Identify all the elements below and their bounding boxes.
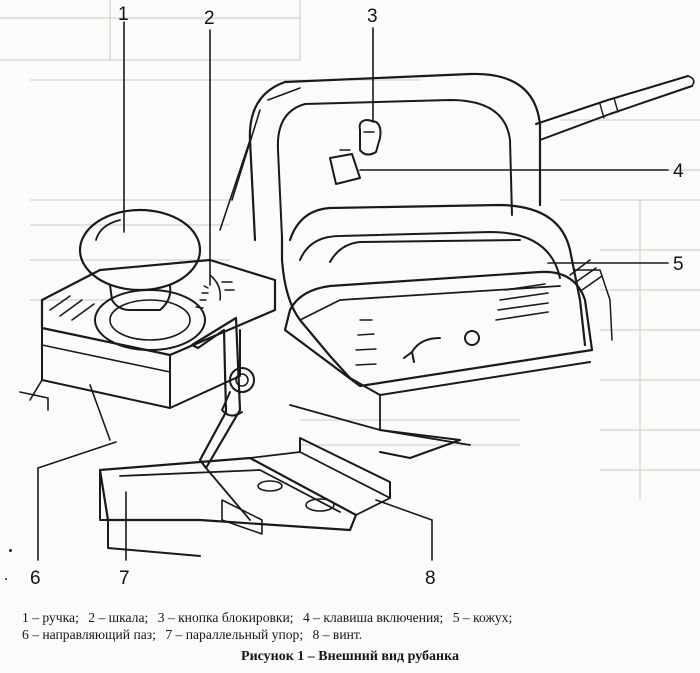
legend-item-handle: 1 – ручка; [22,610,79,625]
scan-speck [5,578,7,580]
motor-housing [280,203,613,446]
callout-5: 5 [673,254,684,275]
callout-1: 1 [118,4,129,25]
legend-item-cover: 5 – кожух; [452,610,513,625]
legend-item-fence: 7 – параллельный упор; [165,627,304,642]
callout-3: 3 [367,6,378,27]
leader-line-8 [375,499,433,521]
scan-speck [9,549,12,552]
legend-item-groove: 6 – направляющий паз; [22,627,156,642]
legend-item-lock-button: 3 – кнопка блокировки; [157,610,294,625]
leader-line-6 [37,441,117,469]
figure-caption: Рисунок 1 – Внешний вид рубанка [241,649,459,664]
legend-item-screw: 8 – винт. [312,627,363,642]
callout-8: 8 [425,568,436,589]
callout-6: 6 [30,568,41,589]
legend-line-1: 1 – ручка; 2 – шкала; 3 – кнопка блокиро… [22,609,692,626]
parallel-fence [98,437,391,557]
fence-bracket [190,316,255,521]
front-shoe [19,258,277,441]
rear-sole [289,404,461,459]
rear-handle [219,72,542,242]
front-knob [78,208,235,351]
legend-line-2: 6 – направляющий паз; 7 – параллельный у… [22,626,692,643]
lock-off-button [358,119,382,156]
trigger-switch [329,149,361,185]
legend-item-scale: 2 – шкала; [88,610,149,625]
callout-7: 7 [119,568,130,589]
legend-item-switch: 4 – клавиша включения; [302,610,444,625]
power-cord [535,75,695,141]
callout-numbers: 1 2 3 4 5 6 7 8 [30,4,684,589]
figure-legend: 1 – ручка; 2 – шкала; 3 – кнопка блокиро… [22,609,692,643]
planer-illustration: 1 2 3 4 5 6 7 8 [0,0,700,589]
callout-2: 2 [204,8,215,29]
callout-leaders [37,21,669,561]
callout-4: 4 [673,161,684,182]
